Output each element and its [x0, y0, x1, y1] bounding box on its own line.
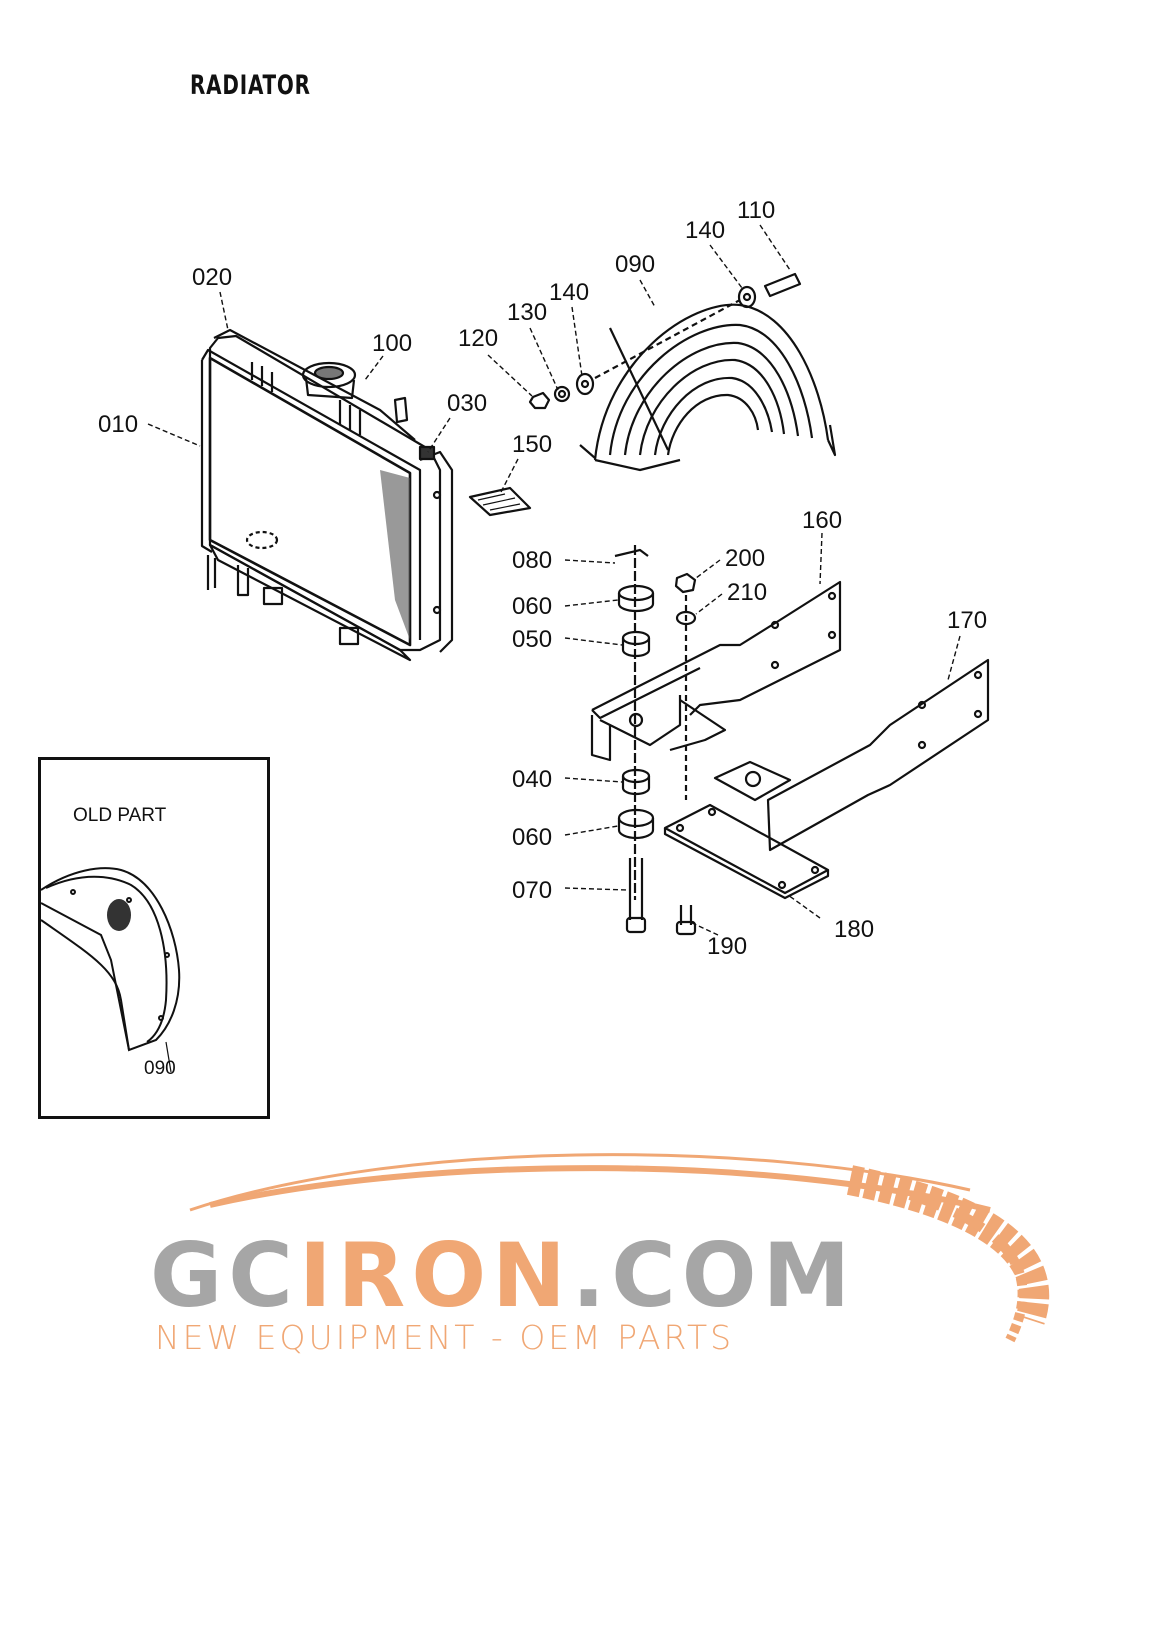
gciron-logo: GCIRON.COM NEW EQUIPMENT - OEM PARTS — [150, 1150, 1070, 1370]
bracket-170 — [713, 658, 990, 852]
mount-stack — [614, 545, 697, 936]
bracket-160 — [590, 580, 842, 762]
old-shroud-illustration — [41, 867, 181, 1073]
swoosh-graphic — [189, 1153, 1050, 1343]
old-part-inset: OLD PART 090 — [38, 757, 270, 1119]
callout-180: 180 — [834, 916, 874, 943]
callout-190: 190 — [707, 933, 747, 960]
callout-110: 110 — [737, 197, 775, 224]
callout-080: 080 — [512, 547, 552, 574]
logo-wordmark: GCIRON.COM — [150, 1232, 856, 1320]
callout-140b: 140 — [685, 217, 725, 244]
callout-060a: 060 — [512, 593, 552, 620]
callout-200: 200 — [725, 545, 765, 572]
inset-part-label: 090 — [144, 1058, 176, 1079]
callout-210: 210 — [727, 579, 767, 606]
callout-010: 010 — [98, 411, 138, 438]
radiator-illustration — [200, 328, 454, 662]
logo-gc: GC — [150, 1224, 299, 1327]
logo-com: .COM — [571, 1224, 857, 1327]
callout-120: 120 — [458, 325, 498, 352]
callout-170: 170 — [947, 607, 987, 634]
callout-070: 070 — [512, 877, 552, 904]
callout-030: 030 — [447, 390, 487, 417]
callout-160: 160 — [802, 507, 842, 534]
callout-020: 020 — [192, 264, 232, 291]
logo-tagline: NEW EQUIPMENT - OEM PARTS — [155, 1318, 735, 1357]
callout-140a: 140 — [549, 279, 589, 306]
callout-090: 090 — [615, 251, 655, 278]
callout-050: 050 — [512, 626, 552, 653]
callout-100: 100 — [372, 330, 412, 357]
callout-150: 150 — [512, 431, 552, 458]
callout-130: 130 — [507, 299, 547, 326]
callout-060b: 060 — [512, 824, 552, 851]
fan-shroud-illustration — [579, 303, 837, 472]
page-title: RADIATOR — [190, 70, 311, 101]
plate-180 — [663, 803, 830, 900]
shroud-fasteners — [528, 272, 802, 410]
logo-iron: IRON — [298, 1224, 572, 1327]
callout-040: 040 — [512, 766, 552, 793]
inset-title: OLD PART — [73, 805, 167, 826]
